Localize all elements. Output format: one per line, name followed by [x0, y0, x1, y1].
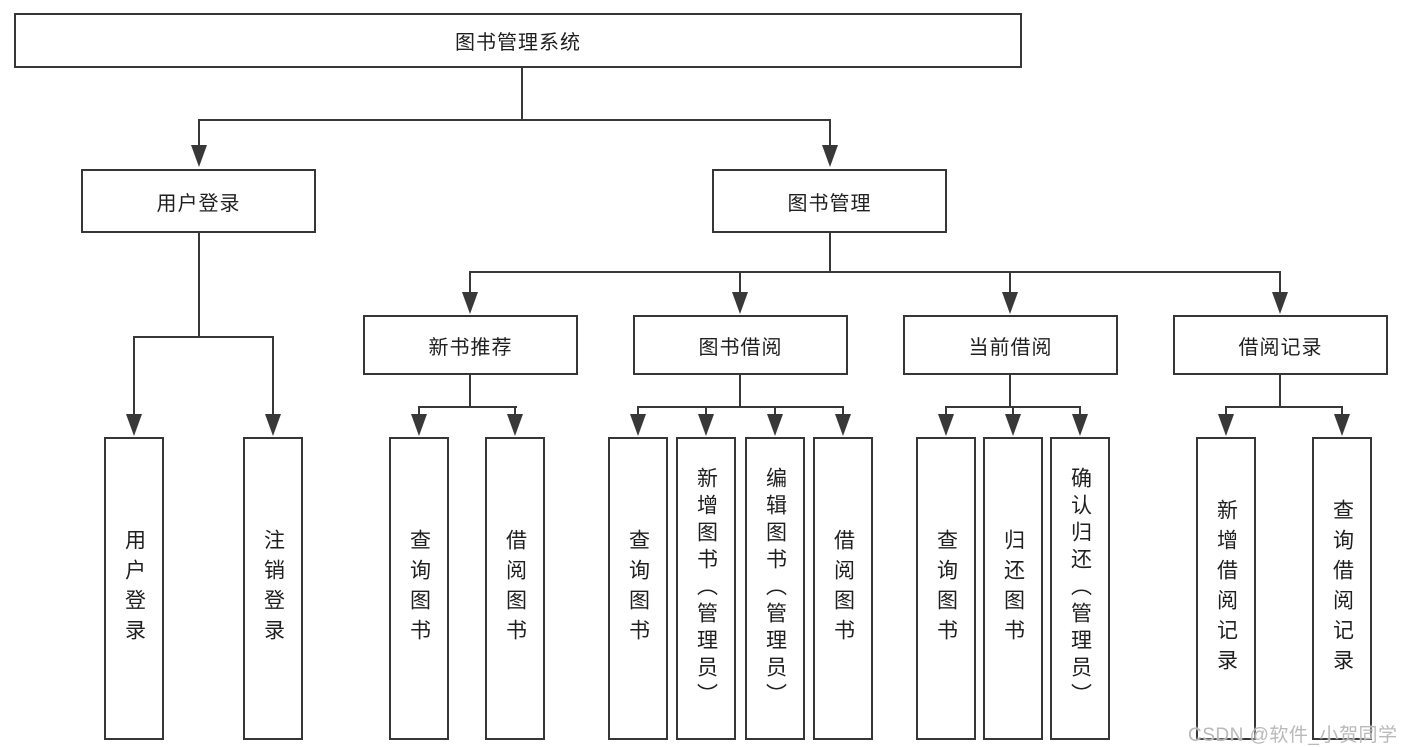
arrow-down-icon [1002, 292, 1018, 314]
leaf-borrow-borrow-book-label: 借阅图书 [831, 528, 855, 649]
node-new-book-recommend-label: 新书推荐 [428, 336, 513, 359]
leaf-user-login: 用户登录 [104, 437, 164, 740]
leaf-records-query-record: 查询借阅记录 [1312, 437, 1372, 740]
connector-userlogin-stem [198, 233, 200, 337]
arrow-down-icon [507, 414, 523, 436]
leaf-borrow-add-book-admin: 新增图书（管理员） [676, 437, 736, 740]
connector-newbook-stem [469, 375, 471, 408]
connector-bookborrow-stem [739, 375, 741, 408]
leaf-current-query-book-label: 查询图书 [934, 528, 958, 649]
leaf-current-query-book: 查询图书 [916, 437, 976, 740]
connector-userlogin-bar [133, 336, 274, 338]
leaf-current-confirm-return-admin: 确认归还（管理员） [1050, 437, 1110, 740]
connector-arrow-line [739, 271, 741, 296]
arrow-down-icon [265, 414, 281, 436]
connector-arrow-line [842, 406, 844, 418]
connector-bookborrow-bar [637, 406, 844, 408]
arrow-down-icon [126, 414, 142, 436]
arrow-down-icon [462, 292, 478, 314]
connector-arrow-line [774, 406, 776, 418]
connector-bookmgmt-stem [829, 233, 831, 273]
arrow-down-icon [1218, 414, 1234, 436]
arrow-down-icon [630, 414, 646, 436]
connector-arrow-line [469, 271, 471, 296]
connector-arrow-line [133, 336, 135, 418]
connector-arrow-line [637, 406, 639, 418]
connector-arrow-line [418, 406, 420, 418]
leaf-borrow-query-book: 查询图书 [608, 437, 668, 740]
leaf-borrow-add-book-admin-label: 新增图书（管理员） [694, 467, 718, 710]
connector-arrow-line [514, 406, 516, 418]
leaf-current-return-book: 归还图书 [983, 437, 1043, 740]
leaf-borrow-edit-book-admin: 编辑图书（管理员） [745, 437, 805, 740]
connector-arrow-line [272, 336, 274, 418]
node-root-label: 图书管理系统 [455, 32, 581, 54]
leaf-borrow-query-book-label: 查询图书 [626, 528, 650, 649]
connector-arrow-line [1079, 406, 1081, 418]
node-current-borrow: 当前借阅 [903, 315, 1118, 375]
arrow-down-icon [1072, 414, 1088, 436]
leaf-newbook-borrow-book-label: 借阅图书 [503, 528, 527, 649]
leaf-user-login-label: 用户登录 [122, 528, 146, 649]
connector-arrow-line [829, 119, 831, 148]
arrow-down-icon [1005, 414, 1021, 436]
leaf-borrow-borrow-book: 借阅图书 [813, 437, 873, 740]
connector-arrow-line [1279, 271, 1281, 296]
node-root: 图书管理系统 [14, 13, 1022, 68]
arrow-down-icon [822, 145, 838, 167]
node-borrow-records: 借阅记录 [1173, 315, 1388, 375]
node-book-management-label: 图书管理 [787, 192, 872, 215]
arrow-down-icon [411, 414, 427, 436]
connector-arrow-line [705, 406, 707, 418]
node-book-management: 图书管理 [712, 169, 947, 233]
node-book-borrow-label: 图书借阅 [698, 336, 783, 359]
connector-arrow-line [1009, 271, 1011, 296]
leaf-logout-label: 注销登录 [261, 528, 285, 649]
node-current-borrow-label: 当前借阅 [968, 336, 1053, 359]
leaf-records-query-record-label: 查询借阅记录 [1330, 498, 1354, 679]
leaf-logout: 注销登录 [243, 437, 303, 740]
connector-arrow-line [1341, 406, 1343, 418]
leaf-newbook-query-book: 查询图书 [389, 437, 449, 740]
leaf-current-confirm-return-admin-label: 确认归还（管理员） [1068, 467, 1092, 710]
leaf-newbook-borrow-book: 借阅图书 [485, 437, 545, 740]
csdn-watermark: CSDN @软件_小贺同学 [1188, 725, 1398, 746]
arrow-down-icon [767, 414, 783, 436]
arrow-down-icon [938, 414, 954, 436]
node-new-book-recommend: 新书推荐 [363, 315, 578, 375]
connector-arrow-line [198, 119, 200, 148]
leaf-records-add-record: 新增借阅记录 [1196, 437, 1256, 740]
arrow-down-icon [191, 145, 207, 167]
connector-currentborrow-stem [1009, 375, 1011, 408]
arrow-down-icon [698, 414, 714, 436]
connector-records-bar [1225, 406, 1343, 408]
connector-root-stem [521, 68, 523, 121]
leaf-borrow-edit-book-admin-label: 编辑图书（管理员） [763, 467, 787, 710]
arrow-down-icon [1272, 292, 1288, 314]
node-user-login-label: 用户登录 [156, 192, 241, 215]
connector-newbook-bar [418, 406, 517, 408]
leaf-newbook-query-book-label: 查询图书 [407, 528, 431, 649]
connector-arrow-line [945, 406, 947, 418]
node-borrow-records-label: 借阅记录 [1238, 336, 1323, 359]
connector-records-stem [1279, 375, 1281, 408]
connector-arrow-line [1225, 406, 1227, 418]
arrow-down-icon [1334, 414, 1350, 436]
leaf-current-return-book-label: 归还图书 [1001, 528, 1025, 649]
leaf-records-add-record-label: 新增借阅记录 [1214, 498, 1238, 679]
arrow-down-icon [835, 414, 851, 436]
node-book-borrow: 图书借阅 [633, 315, 848, 375]
connector-arrow-line [1012, 406, 1014, 418]
connector-level1-bar [198, 119, 831, 121]
connector-bookmgmt-bar [469, 271, 1281, 273]
node-user-login: 用户登录 [81, 169, 316, 233]
arrow-down-icon [732, 292, 748, 314]
